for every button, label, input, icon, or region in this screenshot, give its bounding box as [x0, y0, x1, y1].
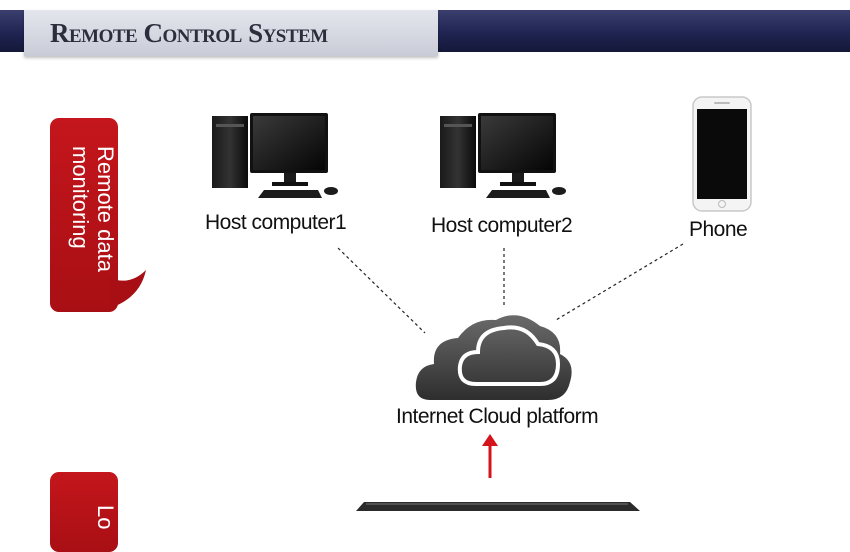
host-computer1-icon	[212, 113, 338, 198]
link-host1-cloud	[337, 247, 426, 334]
diagram-canvas	[212, 96, 752, 511]
host-computer1-label: Host computer1	[205, 211, 347, 234]
host-computer2-icon	[440, 113, 566, 198]
side-label-tail	[110, 270, 146, 308]
upload-arrow	[482, 434, 498, 478]
cloud-label: Internet Cloud platform	[396, 405, 599, 428]
cloud-icon	[415, 315, 572, 400]
gateway-device-partial	[356, 502, 640, 511]
phone-icon	[692, 96, 752, 212]
side-label-remote-monitoring: Remote data monitoring	[50, 118, 118, 312]
host-computer2-label: Host computer2	[431, 214, 573, 237]
header-tab	[24, 10, 438, 56]
link-phone-cloud	[555, 243, 684, 321]
phone-label: Phone	[689, 218, 748, 241]
side-label-text: Remote data monitoring	[68, 146, 118, 272]
page-title: Remote Control System	[50, 18, 328, 48]
